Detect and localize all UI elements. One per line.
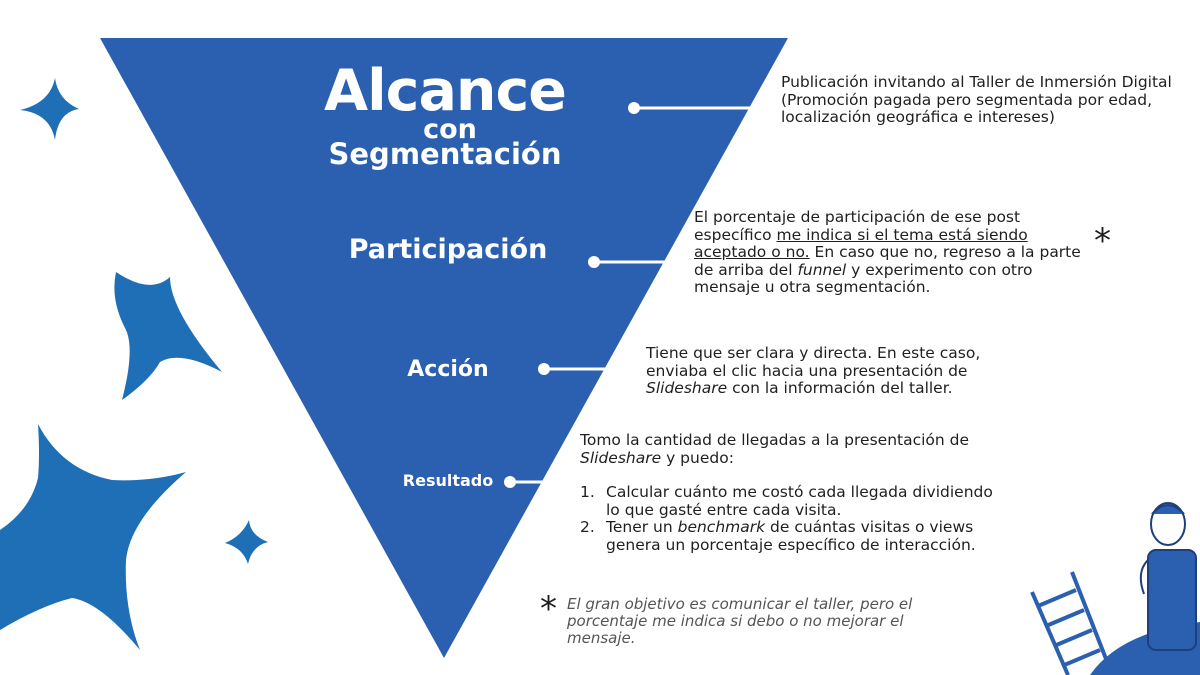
list-item-text: Calcular cuánto me costó cada llegada di… [606, 483, 993, 519]
stage-label-alcance: Alcance [324, 58, 567, 124]
list-item-text: Tener un [606, 518, 678, 536]
stage-label-con: con [423, 114, 477, 145]
star-icon [0, 424, 186, 650]
asterisk-marker: * [1094, 221, 1111, 261]
description-accion-text-2: con la información del taller. [727, 379, 953, 397]
description-resultado-text: Tomo la cantidad de llegadas a la presen… [580, 431, 970, 449]
list-item-text-2: de cuántas visitas o views genera un por… [606, 518, 976, 554]
description-participacion: El porcentaje de participación de ese po… [694, 208, 1094, 297]
connector-alcance [628, 102, 783, 114]
resultado-list: 1. Calcular cuánto me costó cada llegada … [580, 483, 1010, 554]
list-item: 2. Tener un benchmark de cuántas visitas … [580, 518, 1010, 554]
stage-label-resultado: Resultado [402, 471, 494, 490]
description-participacion-text-3: y experimento con otro mensaje u otra se… [694, 260, 1033, 296]
list-item-number: 2. [580, 518, 595, 536]
description-participacion-text: El porcentaje de participación de ese po… [694, 208, 1021, 244]
star-icon [225, 520, 268, 564]
description-accion: Tiene que ser clara y directa. En este c… [646, 344, 1046, 398]
funnel-triangle [100, 38, 788, 658]
description-accion-italic: Slideshare [646, 379, 728, 397]
character-illustration [1030, 502, 1200, 675]
list-item-italic: benchmark [677, 518, 766, 536]
description-participacion-underline: me indica si el tema está siendo aceptad… [694, 225, 1028, 261]
star-icon [20, 78, 79, 140]
description-resultado-italic: Slideshare [580, 448, 662, 467]
description-alcance: Publicación invitando al Taller de Inmer… [781, 73, 1172, 126]
description-participacion-text-2: En caso que no, regreso a la parte de ar… [694, 243, 1081, 279]
star-icon [114, 272, 222, 400]
description-resultado: Tomo la cantidad de llegadas a la presen… [580, 431, 1000, 467]
description-accion-text: Tiene que ser clara y directa. En este c… [646, 344, 981, 380]
connector-participacion [588, 256, 690, 268]
asterisk-marker-note: * [540, 589, 557, 629]
stage-label-segmentacion: Segmentación [328, 137, 562, 171]
description-resultado-text-2: y puedo: [661, 448, 734, 467]
connector-resultado [504, 476, 575, 488]
stage-label-participacion: Participación [348, 234, 548, 265]
connector-accion [538, 363, 642, 375]
stage-label-accion: Acción [407, 357, 489, 382]
footnote: El gran objetivo es comunicar el taller,… [567, 595, 913, 647]
list-item: 1. Calcular cuánto me costó cada llegada … [580, 483, 1010, 519]
list-item-number: 1. [580, 483, 595, 501]
description-participacion-italic: funnel [797, 260, 847, 279]
ladder-icon [1030, 571, 1110, 675]
